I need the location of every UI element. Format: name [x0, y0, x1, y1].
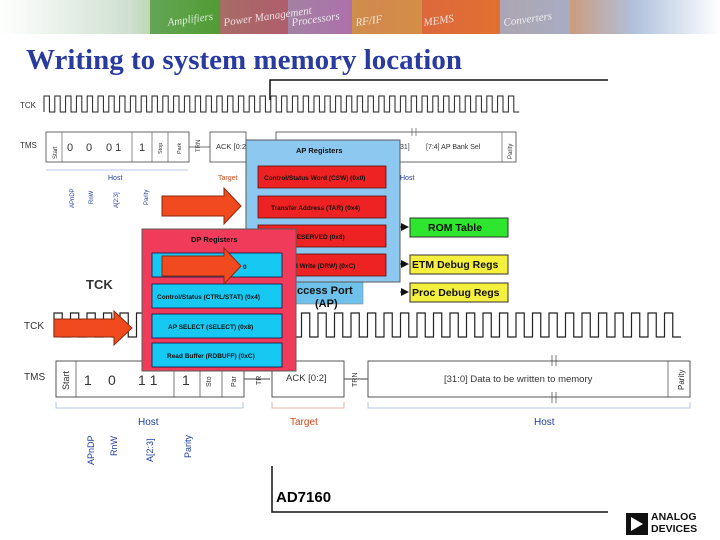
proc-debug-box: [409, 282, 509, 303]
large-host-bracket: [55, 402, 244, 409]
banner-word: MEMS: [422, 13, 455, 29]
large-start-cell: Start: [61, 370, 71, 390]
large-host-label: Host: [138, 417, 159, 428]
access-port-line2: (AP): [315, 298, 338, 310]
large-bit-apndp: 1: [84, 372, 92, 388]
small-tms-label: TMS: [20, 141, 37, 150]
large-stop-cell: Sto: [206, 376, 213, 387]
large-park-cell: Par: [231, 375, 238, 387]
dp-register-ctrlstat-label: Control/Status (CTRL/STAT) (0x4): [157, 294, 260, 301]
banner-word: RF/IF: [354, 13, 384, 29]
large-rnw-label: RnW: [109, 435, 119, 456]
ap-registers-panel: AP Registers Control/Status Word (CSW) (…: [245, 139, 401, 283]
large-target-label: Target: [290, 417, 318, 428]
small-bit-parity: 1: [139, 142, 145, 154]
dp-registers-title: DP Registers: [191, 235, 238, 244]
large-host2-label: Host: [534, 417, 555, 428]
ap-register-csw: [257, 165, 387, 189]
pointer-arrow-select: [53, 309, 133, 347]
dp-register-idcode-label: 0: [243, 264, 247, 271]
logo-line-1: ANALOG: [651, 511, 697, 523]
large-parity-cell: Parity: [677, 370, 686, 390]
large-bit-parity: 1: [182, 372, 190, 388]
logo-line-2: DEVICES: [651, 522, 698, 535]
small-bit-apndp: 0: [67, 142, 73, 154]
ap-registers-title: AP Registers: [296, 146, 343, 155]
large-tms-label: TMS: [24, 372, 45, 383]
pointer-arrow-drw: [161, 246, 242, 286]
small-bit-addr: 0 1: [106, 142, 121, 154]
small-tck-waveform: [43, 95, 520, 113]
access-port-box: ccess Port (AP): [292, 279, 364, 310]
small-target-label: Target: [218, 175, 238, 182]
ap-register-drw-label: Data Read Write (DRW) (0xC): [266, 263, 355, 270]
small-trn-cell: TRN: [196, 140, 202, 152]
large-ack-cell: ACK [0:2]: [286, 373, 327, 384]
large-data-cell: [31:0] Data to be written to memory: [444, 374, 593, 385]
dp-register-rdbuff-label: Read Buffer (RDBUFF) (0xC): [167, 353, 255, 360]
large-parity-label: Parity: [183, 434, 193, 458]
access-port-line1: ccess Port: [297, 285, 353, 297]
ad7160-label: AD7160: [276, 489, 332, 506]
ap-register-tar-label: Transfer Address (TAR) (0x4): [271, 205, 360, 212]
large-bit-addr: 1 1: [138, 372, 158, 388]
large-apndp-label: APnDP: [86, 435, 96, 465]
dp-register-select: [151, 313, 283, 339]
small-host2-label: Host: [400, 175, 414, 182]
small-start-cell: Start: [53, 146, 59, 159]
small-rnw-label: RnW: [89, 190, 95, 204]
small-parity-cell: Parity: [508, 144, 514, 159]
large-host2-bracket: [367, 402, 691, 409]
large-trn-cell: TR: [256, 376, 263, 385]
rom-table-box: [409, 217, 509, 238]
small-addr-label: A[2:3]: [114, 192, 120, 208]
dp-register-ctrlstat: [151, 283, 283, 309]
large-tck-bold-label: TCK: [86, 277, 113, 292]
ad7160-bracket-line: [271, 466, 608, 513]
proc-debug-label: Proc Debug Regs: [412, 287, 500, 299]
small-parity-label: Parity: [144, 190, 150, 205]
small-bit-rnw: 0: [86, 142, 92, 154]
small-ap-bank-sel: [7:4] AP Bank Sel: [426, 144, 481, 151]
small-ack-cell: ACK [0:2]: [216, 142, 248, 151]
analog-devices-logo: ANALOG DEVICES: [626, 511, 706, 537]
large-tck-label: TCK: [24, 321, 44, 332]
pointer-arrow-tar: [161, 186, 242, 226]
small-host-label: Host: [108, 175, 122, 182]
ap-register-tar: [257, 195, 387, 219]
large-trn2-cell: TRN: [352, 373, 359, 387]
large-bit-rnw: 0: [108, 372, 116, 388]
ap-register-reserved-label: RESERVED (0x8): [292, 234, 345, 241]
small-park-cell: Park: [177, 142, 183, 154]
dp-register-rdbuff: [151, 342, 283, 368]
ap-register-csw-label: Control/Status Word (CSW) (0x0): [264, 175, 365, 182]
analog-devices-triangle-icon: [626, 513, 648, 535]
small-tck-label: TCK: [20, 101, 37, 110]
etm-debug-box: [409, 254, 509, 275]
small-stop-cell: Stop: [158, 143, 164, 154]
dp-registers-panel: DP Registers 0 Control/Status (CTRL/STAT…: [141, 228, 297, 372]
title-bracket-line: [269, 79, 608, 100]
small-apndp-label: APnDP: [70, 188, 76, 208]
large-addr-label: A[2:3]: [145, 438, 155, 462]
etm-debug-label: ETM Debug Regs: [412, 259, 498, 271]
small-data-msb: [31]: [398, 144, 410, 151]
rom-table-label: ROM Table: [428, 222, 482, 234]
dp-register-select-label: AP SELECT (SELECT) (0x8): [168, 324, 253, 331]
large-target-bracket: [271, 402, 345, 409]
slide-title: Writing to system memory location: [26, 44, 462, 76]
